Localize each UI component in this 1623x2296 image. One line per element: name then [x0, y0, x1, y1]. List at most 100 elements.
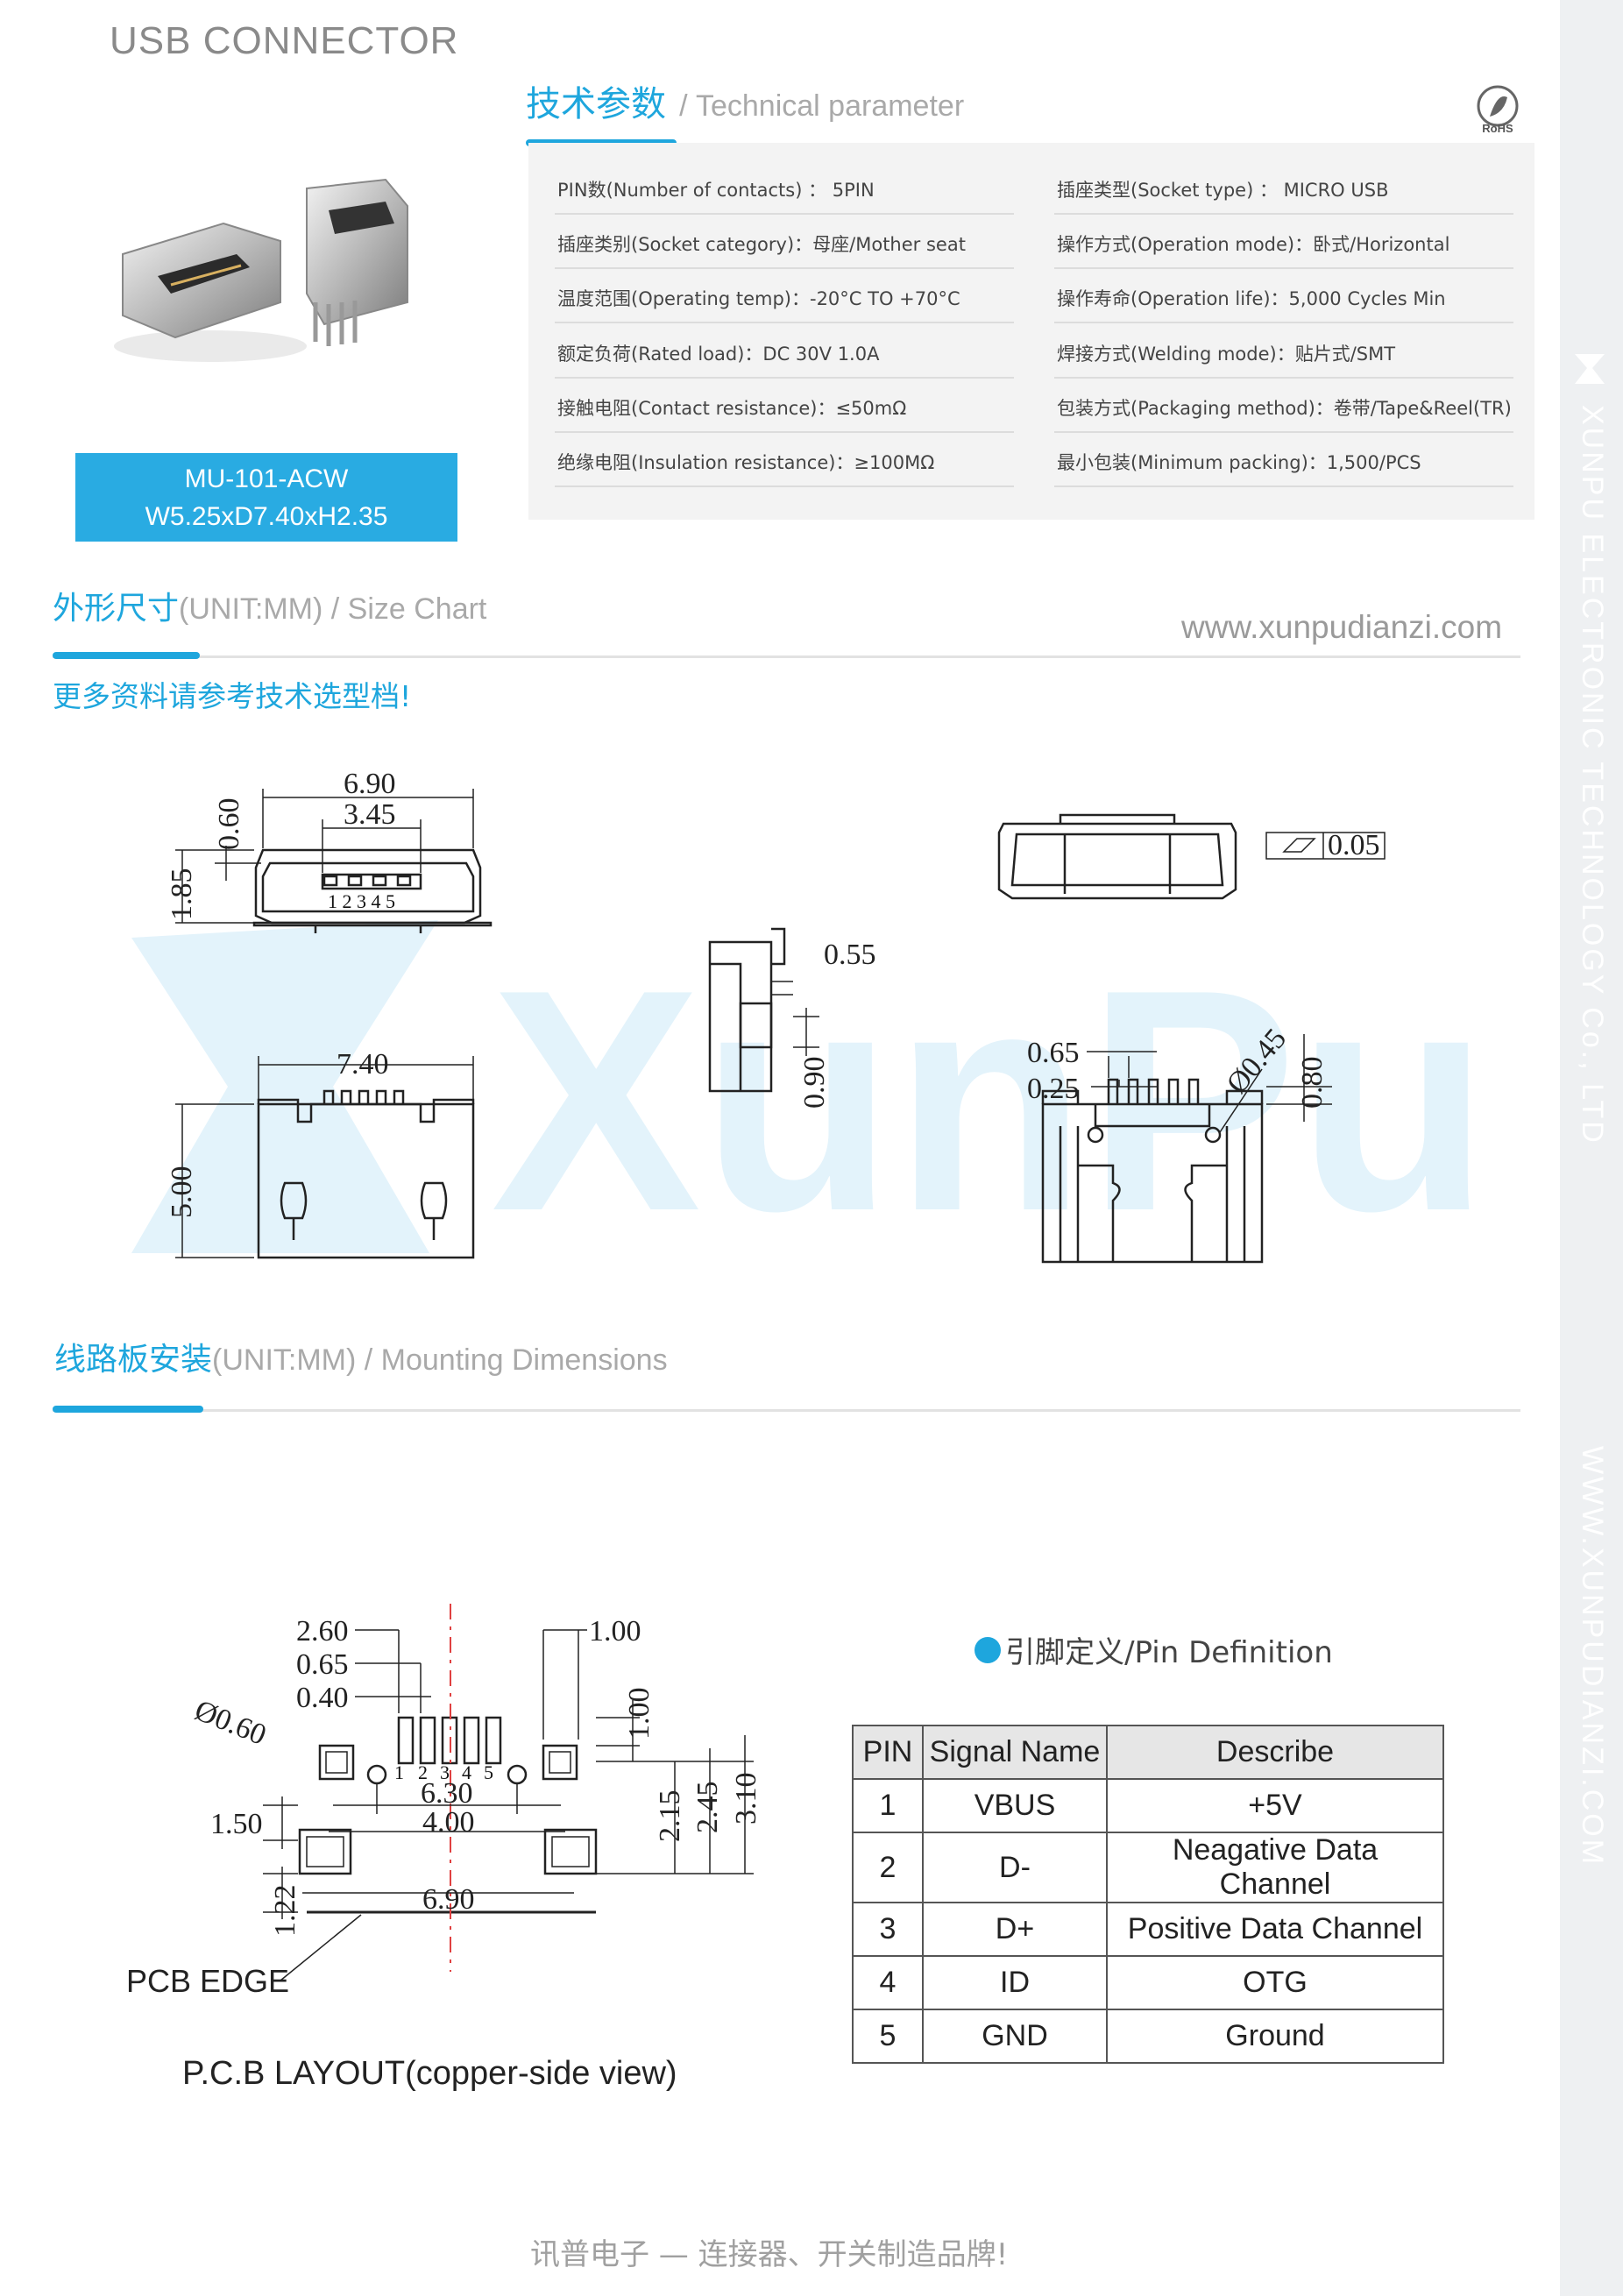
param-left-3: 温度范围(Operating temp)：-20°C TO +70°C: [557, 288, 960, 309]
dim-6-90: 6.90: [344, 768, 396, 800]
dim-0-90: 0.90: [798, 1057, 831, 1109]
param-left-4: 额定负荷(Rated load)：DC 30V 1.0A: [557, 344, 880, 365]
param-divider: [1054, 377, 1513, 379]
describe-cell: Ground: [1106, 2009, 1444, 2064]
dim-7-40: 7.40: [337, 1048, 389, 1081]
pcb-dim-1-00-top: 1.00: [589, 1615, 641, 1648]
param-divider: [1054, 485, 1513, 487]
dim-1-85: 1.85: [166, 868, 198, 921]
product-photo: [105, 171, 421, 372]
dim-3-45: 3.45: [344, 798, 396, 831]
param-right-2: 操作方式(Operation mode)：卧式/Horizontal: [1057, 234, 1450, 255]
describe-cell: Neagative Data Channel: [1106, 1832, 1444, 1903]
pcb-pin-5: 5: [484, 1761, 493, 1783]
param-divider: [555, 485, 1014, 487]
pcb-dim-1-22: 1.22: [269, 1885, 301, 1938]
front-pin-numbers: 1 2 3 4 5: [328, 890, 395, 912]
param-divider: [1054, 267, 1513, 269]
size-chart-rule: [53, 655, 1520, 658]
table-row: 5 GND Ground: [852, 2009, 1444, 2064]
mounting-underline: [53, 1406, 203, 1413]
dim-0-80: 0.80: [1296, 1057, 1329, 1109]
dim-0-55: 0.55: [824, 939, 876, 971]
param-right-1: 插座类型(Socket type) ： MICRO USB: [1057, 180, 1389, 201]
size-chart-drawing: 6.90 3.45 0.60 1.85 1 2 3 4 5 7.40 5.00 …: [166, 768, 1386, 1264]
tech-title-en: / Technical parameter: [679, 89, 965, 123]
pcb-dim-1-00-vert: 1.00: [623, 1688, 656, 1740]
model-size: W5.25xD7.40xH2.35: [145, 502, 388, 531]
mounting-title-en: (UNIT:MM) / Mounting Dimensions: [212, 1343, 668, 1377]
param-divider: [555, 213, 1014, 215]
table-row: 4 ID OTG: [852, 1955, 1444, 2010]
pcb-caption: P.C.B LAYOUT(copper-side view): [182, 2055, 677, 2092]
param-right-6: 最小包装(Minimum packing)：1,500/PCS: [1057, 452, 1421, 473]
pcb-dim-2-60: 2.60: [296, 1615, 349, 1648]
dim-0-05: 0.05: [1328, 829, 1380, 861]
param-right-3: 操作寿命(Operation life)：5,000 Cycles Min: [1057, 288, 1446, 309]
param-divider: [555, 431, 1014, 433]
table-row: 1 VBUS +5V: [852, 1778, 1444, 1833]
param-divider: [1054, 213, 1513, 215]
pcb-dim-2-45: 2.45: [691, 1782, 724, 1834]
signal-cell: D-: [922, 1832, 1108, 1903]
signal-cell: GND: [922, 2009, 1108, 2064]
pin-cell: 2: [852, 1832, 924, 1903]
pcb-dim-2-15: 2.15: [654, 1790, 686, 1843]
describe-cell: OTG: [1106, 1955, 1444, 2010]
pin-definition-title: 引脚定义/Pin Definition: [1005, 1635, 1333, 1670]
dim-0-65: 0.65: [1027, 1037, 1080, 1069]
col-signal: Signal Name: [922, 1725, 1108, 1780]
tech-title-cn: 技术参数: [526, 84, 666, 124]
mounting-title-cn: 线路板安装: [54, 1342, 213, 1378]
param-divider: [555, 322, 1014, 323]
watermark-text: XunPu: [491, 925, 1490, 1271]
table-row: 3 D+ Positive Data Channel: [852, 1902, 1444, 1957]
mounting-rule: [53, 1409, 1520, 1412]
table-row: 2 D- Neagative Data Channel: [852, 1832, 1444, 1903]
pcb-pin-2: 2: [418, 1761, 428, 1783]
sidebar-logo-icon: [1571, 351, 1608, 387]
param-left-5: 接触电阻(Contact resistance)：≤50mΩ: [557, 398, 907, 419]
size-chart-title-en: (UNIT:MM) / Size Chart: [179, 592, 487, 626]
tech-heading: 技术参数 / Technical parameter: [526, 75, 964, 126]
dim-0-25: 0.25: [1027, 1073, 1080, 1105]
describe-cell: Positive Data Channel: [1106, 1902, 1444, 1957]
size-chart-note: 更多资料请参考技术选型档!: [53, 679, 412, 713]
watermark-logo: XunPu: [123, 903, 1490, 1277]
dim-dia-0-45: Ø0.45: [1221, 1023, 1293, 1100]
pcb-pin-1: 1: [394, 1761, 404, 1783]
param-left-2: 插座类别(Socket category)：母座/Mother seat: [557, 234, 966, 255]
website-text: www.xunpudianzi.com: [1181, 609, 1503, 645]
param-divider: [1054, 431, 1513, 433]
pin-definition-heading: 引脚定义/Pin Definition: [975, 1628, 1333, 1671]
pin-cell: 4: [852, 1955, 924, 2010]
signal-cell: ID: [922, 1955, 1108, 2010]
pcb-layout-drawing: 2.60 0.65 0.40 Ø0.60 1.00 1.00 1 2 3 4 5…: [190, 1604, 762, 1981]
pin-cell: 5: [852, 2009, 924, 2064]
param-divider: [555, 267, 1014, 269]
pcb-dim-0-65: 0.65: [296, 1648, 349, 1681]
pin-cell: 3: [852, 1902, 924, 1957]
param-right-4: 焊接方式(Welding mode)：贴片式/SMT: [1057, 344, 1396, 365]
pcb-dim-4-00: 4.00: [422, 1806, 475, 1839]
describe-cell: +5V: [1106, 1778, 1444, 1833]
rohs-icon: RoHS: [1472, 83, 1523, 135]
pin-cell: 1: [852, 1778, 924, 1833]
param-right-5: 包装方式(Packaging method)：卷带/Tape&Reel(TR): [1057, 398, 1512, 419]
rohs-text: RoHS: [1482, 122, 1513, 134]
param-divider: [1054, 322, 1513, 323]
col-describe: Describe: [1106, 1725, 1444, 1780]
size-chart-underline: [53, 652, 200, 659]
dim-5-00: 5.00: [166, 1166, 198, 1219]
col-pin: PIN: [852, 1725, 924, 1780]
bullet-icon: [975, 1636, 1001, 1663]
param-left-6: 绝缘电阻(Insulation resistance)：≥100MΩ: [557, 452, 935, 473]
pcb-edge-label: PCB EDGE: [126, 1963, 290, 1999]
param-left-1: PIN数(Number of contacts) ： 5PIN: [557, 180, 875, 201]
size-chart-heading: 外形尺寸(UNIT:MM) / Size Chart: [53, 583, 486, 628]
pcb-pin-4: 4: [462, 1761, 471, 1783]
table-header-row: PIN Signal Name Describe: [852, 1725, 1444, 1780]
dim-0-60: 0.60: [213, 798, 245, 851]
pcb-dim-3-10: 3.10: [730, 1773, 762, 1825]
params-panel: PIN数(Number of contacts) ： 5PIN 插座类别(Soc…: [528, 143, 1534, 520]
